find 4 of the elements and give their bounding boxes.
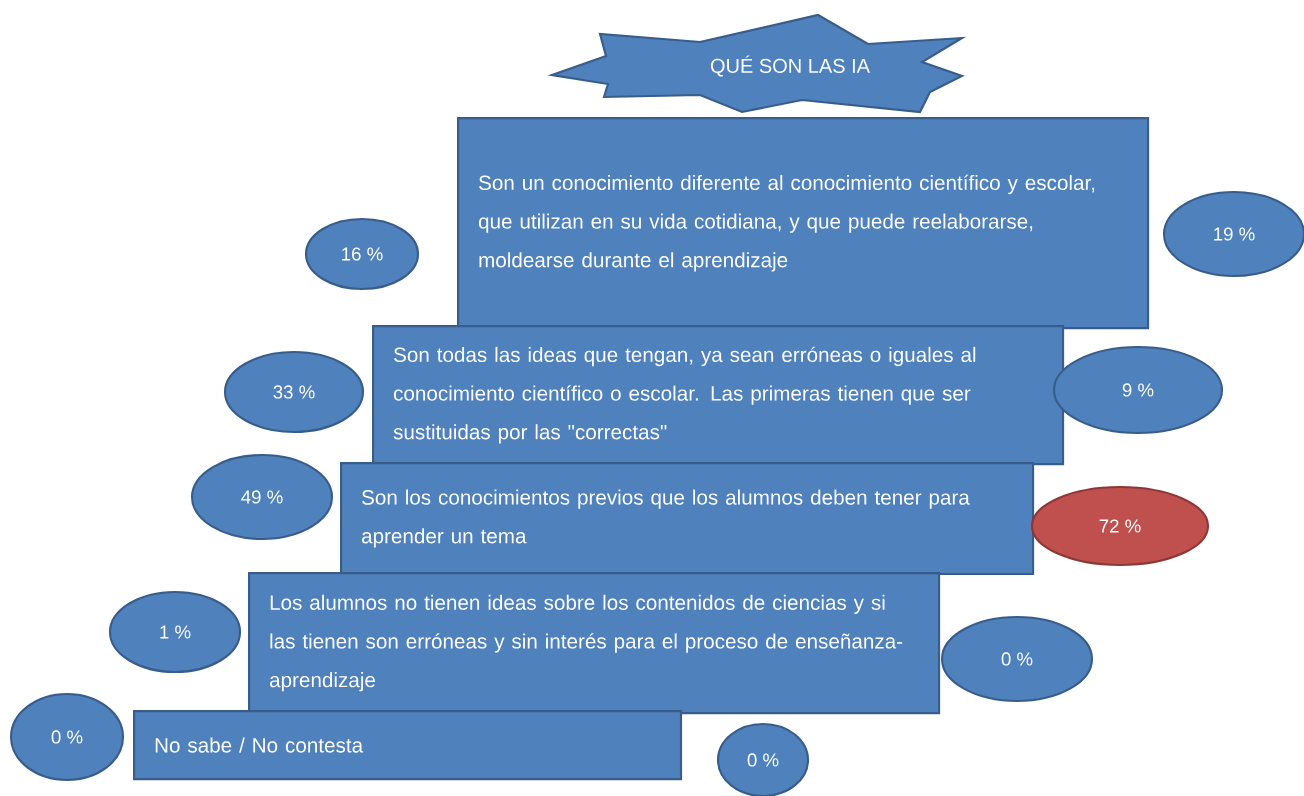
answer-box: No sabe / No contesta <box>133 710 683 781</box>
answer-box: Son los conocimientos previos que los alumnos deben tener para aprender un tema <box>340 462 1035 576</box>
title: QUÉ SON LAS IA <box>710 55 870 77</box>
answer-box: Son un conocimiento diferente al conocimiento científico y escolar, que utilizan en su vida cotidiana, y que puede reelaborarse, moldearse durante el aprendizaje <box>457 117 1150 330</box>
